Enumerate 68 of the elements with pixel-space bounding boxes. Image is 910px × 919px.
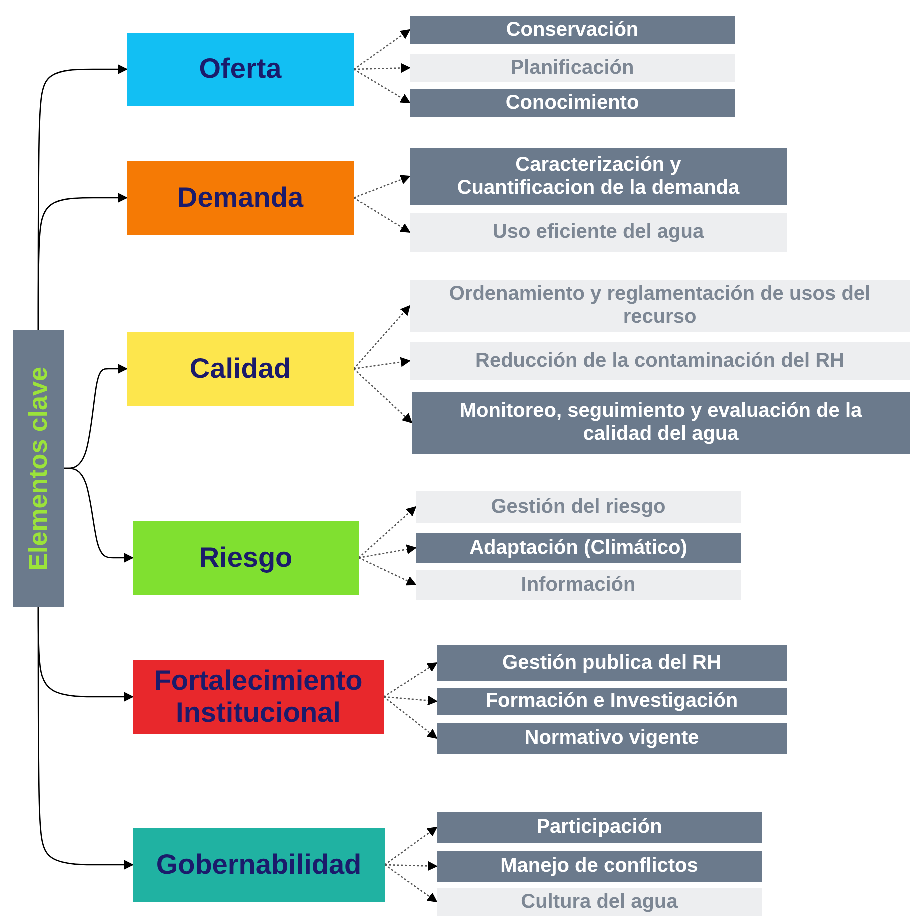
dotted-arrow	[358, 557, 417, 586]
node-label: Elementos clave	[24, 366, 54, 570]
item-box	[437, 688, 787, 715]
item-box	[437, 645, 787, 681]
item-box	[437, 723, 787, 754]
dotted-arrow	[384, 662, 438, 698]
node-label: Demanda	[177, 182, 304, 214]
curved-arrow	[64, 468, 134, 563]
dotted-arrow	[358, 506, 417, 558]
faded-item-box	[416, 491, 741, 523]
category-box	[133, 660, 384, 734]
node-label: Planificación	[510, 56, 634, 80]
node-label: Reducción de la contaminación del RH	[476, 350, 844, 372]
node-label: Formación e Investigación	[486, 690, 738, 713]
dotted-arrow	[354, 368, 413, 424]
node-label: Riesgo	[199, 542, 293, 574]
category-box	[127, 332, 354, 406]
node-label: Ordenamiento y reglamentación de usos del recurso	[448, 283, 872, 329]
dotted-arrow	[354, 29, 411, 70]
faded-item-box	[410, 54, 735, 82]
dotted-arrow	[354, 175, 411, 199]
node-label: Información	[521, 574, 636, 596]
node-label: Caracterización y Cuantificacion de la demanda	[456, 154, 741, 200]
curved-arrow	[38, 607, 134, 870]
faded-item-box	[437, 888, 762, 916]
node-label: Conocimiento	[506, 92, 640, 114]
category-box	[127, 33, 354, 106]
node-label: Fortalecimiento Institucional	[153, 664, 364, 730]
node-label: Gestión del riesgo	[491, 496, 666, 518]
faded-item-box	[410, 342, 910, 380]
item-box	[410, 148, 787, 205]
node-label: Participación	[536, 816, 662, 839]
dotted-arrow	[384, 826, 438, 866]
item-box	[437, 851, 762, 882]
dotted-arrow	[354, 357, 411, 370]
node-label: Manejo de conflictos	[500, 855, 698, 878]
faded-item-box	[410, 280, 910, 332]
category-box	[133, 828, 385, 902]
dotted-arrow	[358, 544, 417, 559]
node-label: Conservación	[506, 18, 639, 42]
dotted-arrow	[384, 861, 438, 872]
item-box	[412, 392, 910, 454]
node-label: Uso eficiente del agua	[492, 221, 704, 244]
faded-item-box	[410, 213, 787, 252]
node-label: Monitoreo, seguimiento y evaluación de la calidad del agua	[458, 400, 864, 446]
category-box	[133, 521, 359, 595]
faded-item-box	[416, 570, 741, 600]
dotted-arrow	[354, 197, 411, 234]
node-label: Adaptación (Climático)	[470, 536, 688, 560]
node-label: Calidad	[190, 352, 292, 386]
vertical-label-box	[13, 330, 64, 607]
item-box	[437, 812, 762, 843]
item-box	[410, 89, 735, 117]
dotted-arrow	[354, 305, 411, 370]
dotted-arrow	[354, 63, 411, 74]
curved-arrow	[38, 193, 128, 330]
node-label: Normativo vigente	[524, 727, 700, 750]
node-label: Gobernabilidad	[156, 848, 362, 882]
item-box	[416, 533, 741, 563]
item-box	[410, 16, 735, 44]
node-label: Gestión publica del RH	[502, 652, 722, 674]
node-label: Oferta	[199, 53, 282, 86]
dotted-arrow	[384, 864, 438, 903]
dotted-arrow	[384, 696, 438, 706]
dotted-arrow	[354, 68, 411, 104]
node-label: Cultura del agua	[521, 890, 678, 914]
category-box	[127, 161, 354, 235]
dotted-arrow	[384, 696, 438, 740]
